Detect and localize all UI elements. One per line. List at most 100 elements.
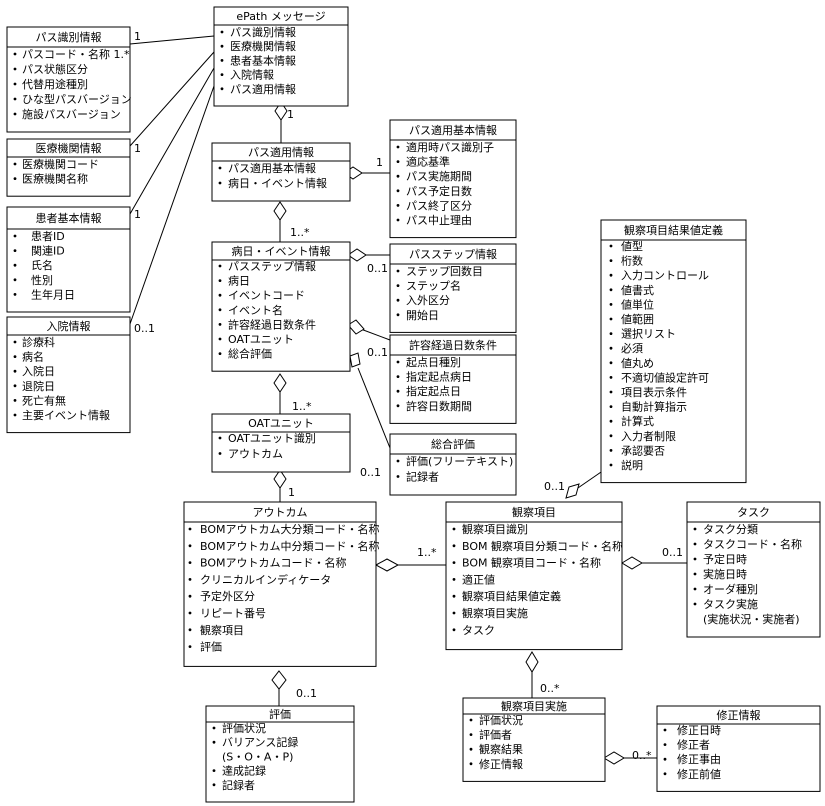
line-epath-medical <box>129 51 215 147</box>
bullet <box>218 308 222 312</box>
bullet <box>693 542 697 546</box>
class-attribute: タスク <box>462 624 495 637</box>
class-attribute: 代替用途種別 <box>22 77 88 91</box>
class-attribute: 評価状況 <box>479 713 523 727</box>
class-attribute: 必須 <box>621 342 643 355</box>
class-name: タスク <box>737 506 770 519</box>
class-attribute: BOM 観察項目分類コード・名称 <box>462 539 623 553</box>
bullet <box>13 384 17 388</box>
class-box <box>183 501 377 667</box>
class-attribute: 選択リスト <box>621 327 676 341</box>
class-attribute: パス状態区分 <box>22 62 88 76</box>
mult-event-overall: 0..1 <box>360 466 381 479</box>
class-attribute: オーダ種別 <box>703 582 758 596</box>
bullet <box>188 611 192 615</box>
class-box <box>6 316 131 434</box>
class-attribute: 観察結果 <box>479 742 523 756</box>
bullet <box>13 249 17 253</box>
bullet <box>13 399 17 402</box>
class-attribute: OATユニット識別 <box>228 432 316 445</box>
bullet <box>212 726 216 730</box>
class-attribute: イベントコード <box>228 289 305 302</box>
bullet <box>396 389 400 393</box>
bullet <box>609 259 613 262</box>
bullet <box>663 772 667 776</box>
class-boxes: ePath メッセージパス識別情報医療機関情報患者基本情報入院情報パス適用情報パ… <box>6 6 821 803</box>
bullet <box>609 390 613 394</box>
mult-outcome-observation: 1..* <box>417 546 437 559</box>
bullet <box>13 52 17 56</box>
class-attribute: 許容経過日数条件 <box>228 317 316 331</box>
bullet <box>609 405 613 408</box>
class-attribute: 評価状況 <box>222 721 266 735</box>
bullet <box>396 284 400 287</box>
mult-epath-patient: 1 <box>134 208 141 221</box>
class-outcome: アウトカムBOMアウトカム大分類コード・名称BOMアウトカム中分類コード・名称B… <box>183 501 380 667</box>
class-attribute: パス適用基本情報 <box>228 161 316 175</box>
class-attribute: タスク分類 <box>703 523 758 536</box>
class-attribute: BOMアウトカム大分類コード・名称 <box>200 522 380 536</box>
class-attribute: 患者基本情報 <box>230 53 296 67</box>
class-name: ePath メッセージ <box>236 10 325 23</box>
class-attribute: 総合評価 <box>228 347 272 361</box>
class-attribute: 修正日時 <box>677 723 721 737</box>
class-attribute: パス終了区分 <box>406 198 472 212</box>
mult-oat-outcome: 1 <box>288 486 295 499</box>
class-attribute: 観察項目結果値定義 <box>462 589 561 603</box>
class-path-app-basic: パス適用基本情報適用時パス識別子適応基準パス実施期間パス予定日数パス終了区分パス… <box>389 119 517 239</box>
class-attribute: ステップ名 <box>406 279 461 293</box>
class-box <box>656 705 821 792</box>
class-attribute: クリニカルインディケータ <box>200 572 331 586</box>
class-attribute: 値丸め <box>621 357 654 370</box>
bullet <box>13 112 17 116</box>
class-attribute: 桁数 <box>621 254 643 268</box>
class-name: 許容経過日数条件 <box>409 338 497 352</box>
class-attribute: 関連ID <box>31 244 65 258</box>
diamond-pathapp-event <box>273 201 287 221</box>
class-attribute: 評価 <box>200 640 222 654</box>
class-attribute: 修正情報 <box>479 757 523 771</box>
bullet <box>693 572 697 576</box>
class-attribute: 病日 <box>228 274 250 288</box>
class-name: 評価 <box>269 707 291 721</box>
bullet <box>396 475 400 478</box>
line-epath-pathid <box>129 35 215 45</box>
class-attribute: 値書式 <box>621 283 654 297</box>
bullet <box>218 337 222 341</box>
class-attribute: 項目表示条件 <box>621 385 687 399</box>
bullet <box>469 762 473 766</box>
class-attribute: パス識別情報 <box>230 26 296 39</box>
class-box <box>211 241 351 372</box>
bullet <box>188 628 192 632</box>
class-box <box>389 433 517 496</box>
class-attribute: 病日・イベント情報 <box>228 176 327 190</box>
bullet <box>469 747 473 751</box>
class-name: 観察項目実施 <box>501 699 567 713</box>
diamond-observation-resultdef <box>565 483 580 499</box>
class-attribute: タスク実施 <box>703 597 758 611</box>
class-attribute: 入外区分 <box>406 294 450 307</box>
bullet <box>218 352 222 355</box>
bullet <box>13 263 17 267</box>
diamond-event-overall <box>349 352 361 368</box>
bullet <box>396 269 400 273</box>
bullet <box>452 578 456 581</box>
diamond-outcome-evaluation <box>271 670 287 690</box>
class-attribute: 修正者 <box>677 738 710 752</box>
bullet <box>13 369 17 373</box>
bullet <box>609 376 613 379</box>
bullet <box>396 218 400 222</box>
class-attribute: 許容日数期間 <box>406 399 472 413</box>
class-attribute: 説明 <box>621 458 643 472</box>
mult-epath-admission: 0..1 <box>134 322 155 335</box>
class-attribute: 生年月日 <box>31 287 75 301</box>
diamond-event-allow <box>347 319 365 335</box>
class-name: 患者基本情報 <box>36 211 102 225</box>
